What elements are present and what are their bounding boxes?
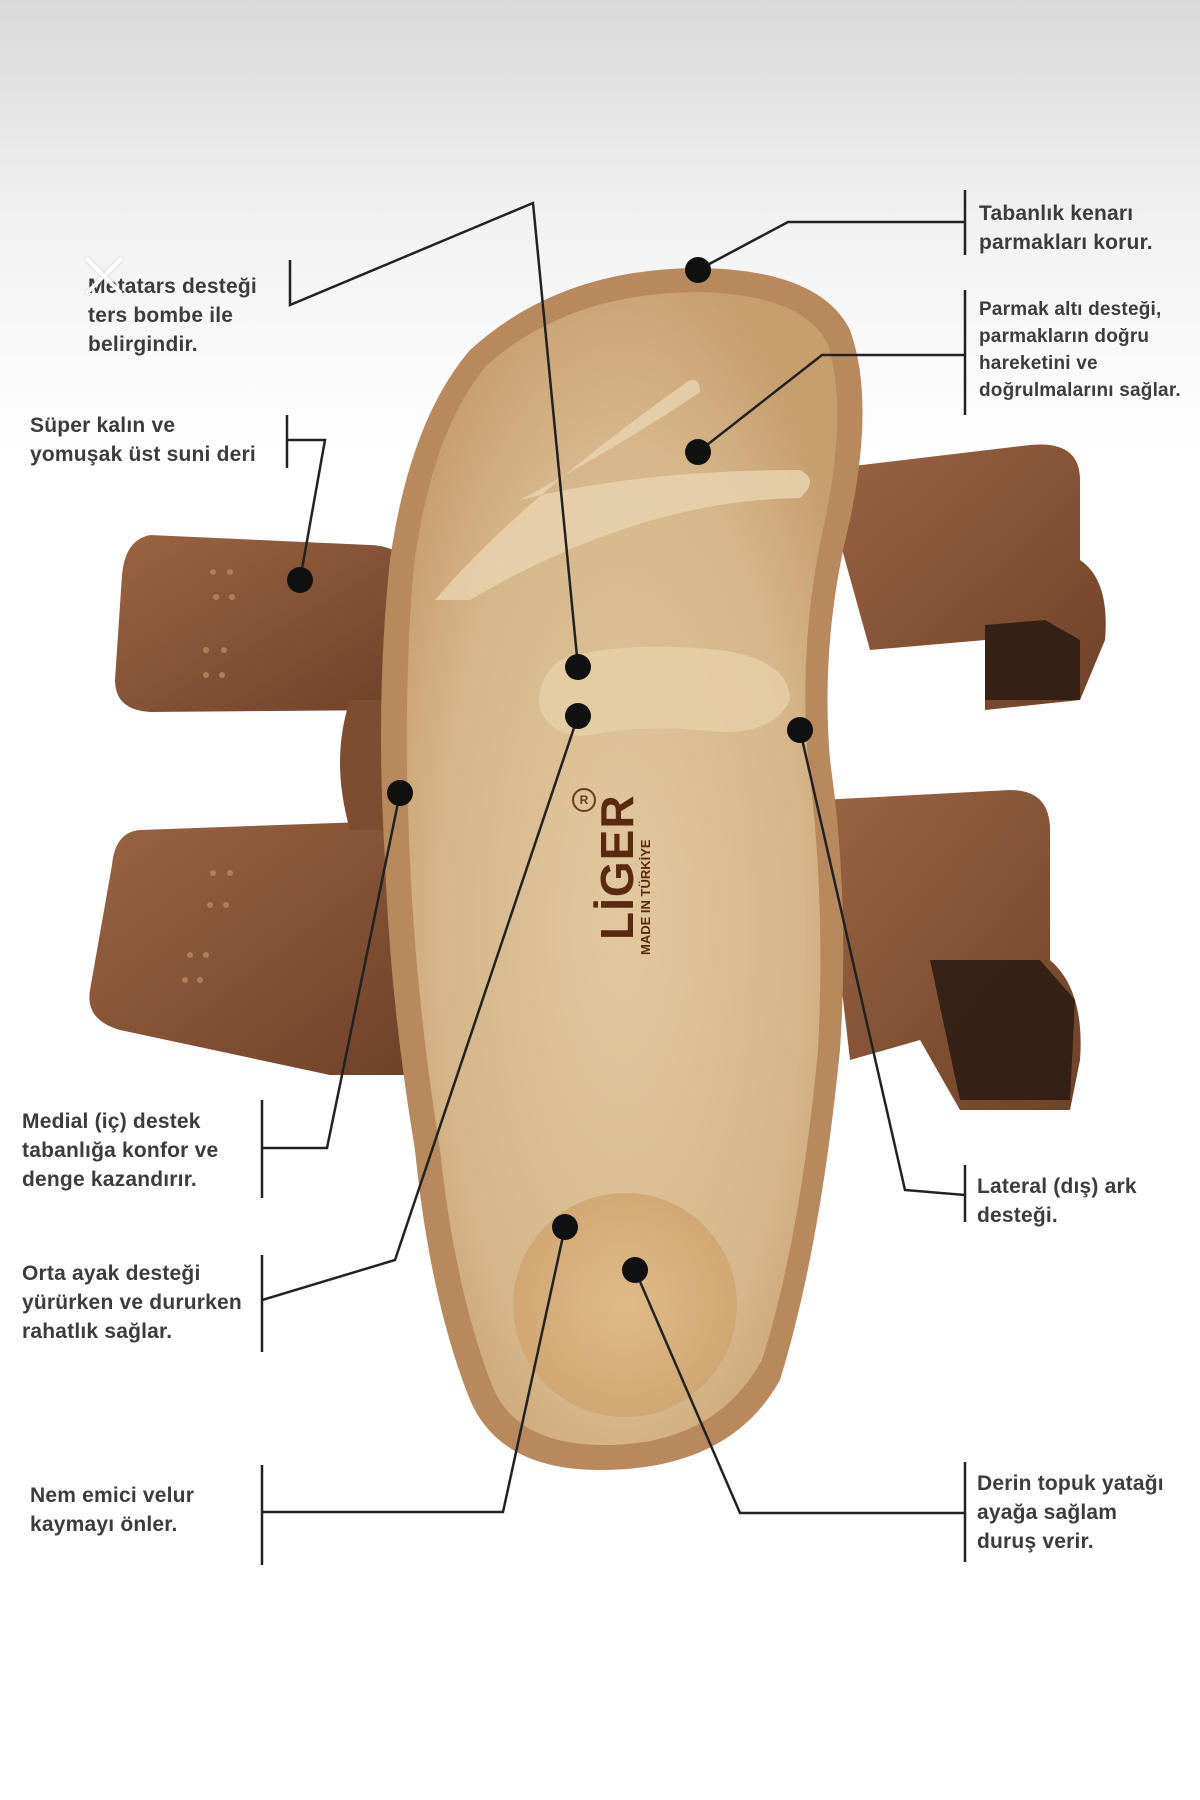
dot-velour [552, 1214, 578, 1240]
leader-upper-leather [285, 415, 327, 581]
stitch-marks [182, 569, 235, 983]
heel-cup [513, 1193, 737, 1417]
leader-medial [260, 792, 402, 1198]
label-upper-leather: Süper kalın ve yomuşak üst suni deri [30, 414, 256, 466]
label-heel: Derin topuk yatağı ayağa sağlam duruş ve… [977, 1472, 1164, 1553]
registered-mark: R [572, 788, 596, 812]
label-lateral: Lateral (dış) ark desteği. [977, 1175, 1137, 1227]
dot-upper-leather [287, 567, 313, 593]
brand-logo: R LİGER MADE IN TÜRKİYE [560, 788, 680, 970]
leader-metatarsal [288, 201, 580, 668]
label-medial: Medial (iç) destek tabanlığa konfor ve d… [22, 1110, 219, 1191]
dot-edge [685, 257, 711, 283]
left-strap-lower [89, 820, 420, 1075]
close-icon[interactable] [82, 254, 126, 298]
leader-toe-support [697, 290, 967, 453]
leader-edge [697, 190, 967, 272]
dot-lateral [787, 717, 813, 743]
label-edge: Tabanlık kenarı parmakları korur. [979, 202, 1153, 254]
footbed-inner [406, 292, 838, 1445]
label-toe-support: Parmak altı desteği, parmakların doğru h… [979, 299, 1181, 401]
dot-toe-support [685, 439, 711, 465]
label-metatarsal: Metatars desteği ters bombe ile belirgin… [88, 275, 257, 356]
dot-medial [387, 780, 413, 806]
dot-metatarsal [565, 654, 591, 680]
leader-midfoot [260, 715, 580, 1352]
leader-heel [633, 1269, 967, 1562]
left-strap-upper [115, 535, 410, 712]
dot-heel [622, 1257, 648, 1283]
toe-ridge [435, 379, 810, 600]
leader-lateral [798, 729, 967, 1222]
brand-tagline: MADE IN TÜRKİYE [638, 839, 653, 955]
leader-velour [260, 1226, 567, 1565]
leader-lines [260, 190, 967, 1565]
right-strap-upper-inner [985, 620, 1080, 700]
dot-midfoot [565, 703, 591, 729]
arch-highlight [539, 646, 790, 736]
label-midfoot: Orta ayak desteği yürürken ve dururken r… [22, 1262, 242, 1343]
marker-dots [287, 257, 813, 1283]
brand-name: LİGER [591, 794, 643, 940]
right-strap-lower-inner [930, 960, 1075, 1100]
label-velour: Nem emici velur kaymayı önler. [30, 1484, 195, 1536]
